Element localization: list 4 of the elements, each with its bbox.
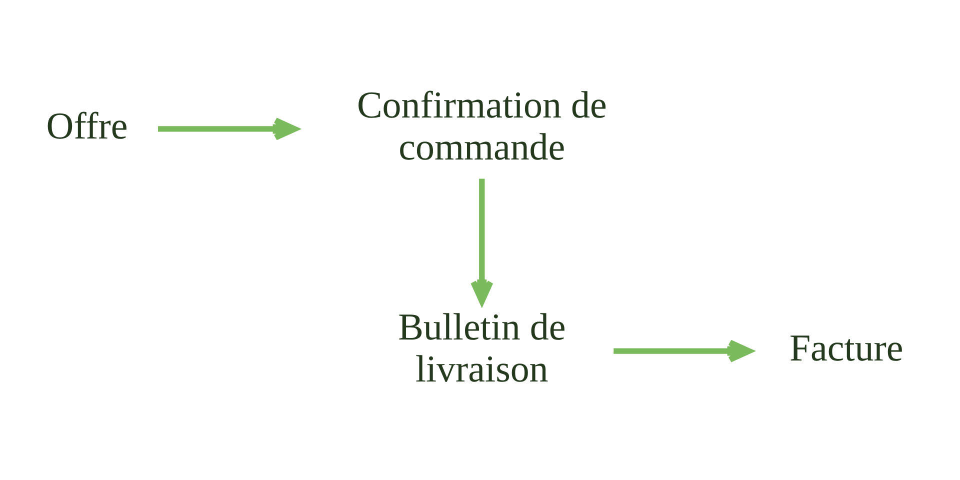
node-text: Facture: [789, 328, 904, 370]
node-text: Bulletin de livraison: [398, 306, 566, 390]
node-text: Offre: [46, 105, 128, 148]
node-text: Confirmation de commande: [356, 84, 607, 168]
